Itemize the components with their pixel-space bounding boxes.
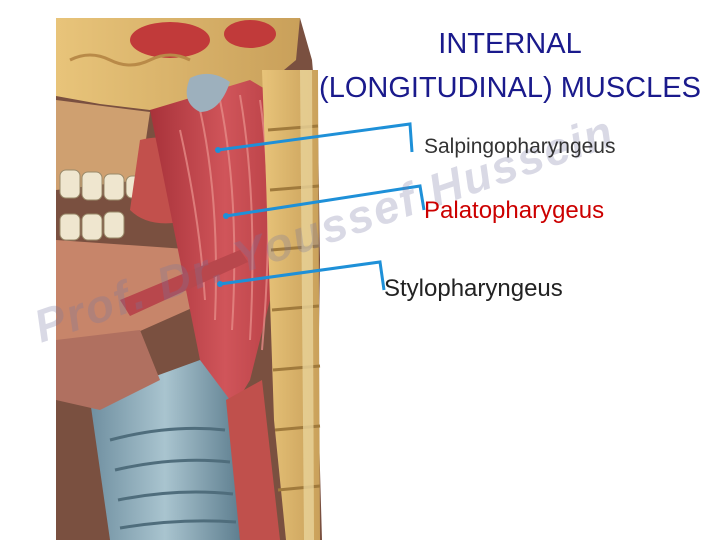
stylopharyngeus-band: [120, 250, 248, 316]
title-line-1: INTERNAL: [438, 28, 582, 60]
bone-texture: [69, 53, 191, 67]
pointer-arrowheads: [215, 147, 229, 287]
trachea: [90, 360, 240, 540]
teeth-lower: [59, 211, 125, 241]
spinal-cord: [300, 70, 314, 540]
teeth-upper: [59, 169, 143, 201]
esophagus: [226, 380, 280, 540]
pointer-stylopharyngeus: [219, 260, 386, 291]
label-palatopharygeus: Palatopharygeus: [424, 197, 605, 224]
eustachian-tube: [186, 73, 230, 112]
pointer-lines: [217, 122, 426, 291]
maxilla: [56, 100, 150, 190]
pointer-salpingopharyngeus: [217, 122, 414, 153]
label-stylopharyngeus: Stylopharyngeus: [384, 275, 563, 302]
pointer-palatopharygeus: [225, 184, 426, 218]
sinus-cavity-2: [224, 20, 276, 48]
tracheal-rings: [109, 426, 237, 530]
title-line-2: (LONGITUDINAL) MUSCLES: [319, 72, 701, 104]
label-salpingopharyngeus: Salpingopharyngeus: [424, 135, 616, 158]
sinus-cavity: [130, 22, 210, 58]
mandible: [56, 240, 210, 340]
hyoid-region: [56, 330, 160, 410]
